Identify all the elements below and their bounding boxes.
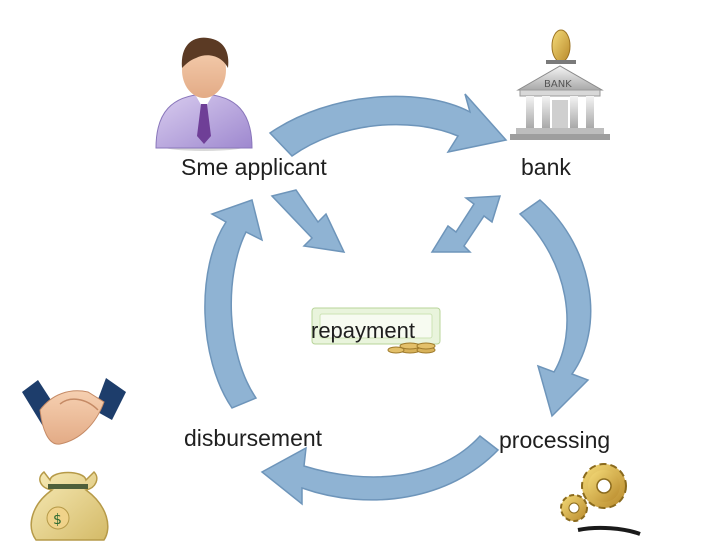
node-repayment: repayment [311,318,415,343]
arrow-disbursement-to-applicant [204,199,264,409]
bank-sign-text: BANK [544,79,572,90]
businessman-icon [155,37,253,151]
handshake-icon [22,378,126,445]
arrow-applicant-to-bank [268,93,508,157]
gears-icon [560,463,641,536]
money-bag-icon: $ [30,470,109,541]
arrow-center-to-bank [430,195,502,253]
arrow-processing-to-disbursement [260,434,500,506]
node-disbursement: disbursement [184,425,323,451]
arrow-applicant-to-center [270,189,346,253]
bank-building-icon: BANK [510,29,610,140]
svg-text:$: $ [53,512,62,528]
arrow-bank-to-processing [518,199,592,418]
cash-bills-icon [311,307,441,354]
node-bank: bank [521,154,571,180]
node-sme-applicant: Sme applicant [181,154,327,180]
node-processing: processing [499,427,611,453]
